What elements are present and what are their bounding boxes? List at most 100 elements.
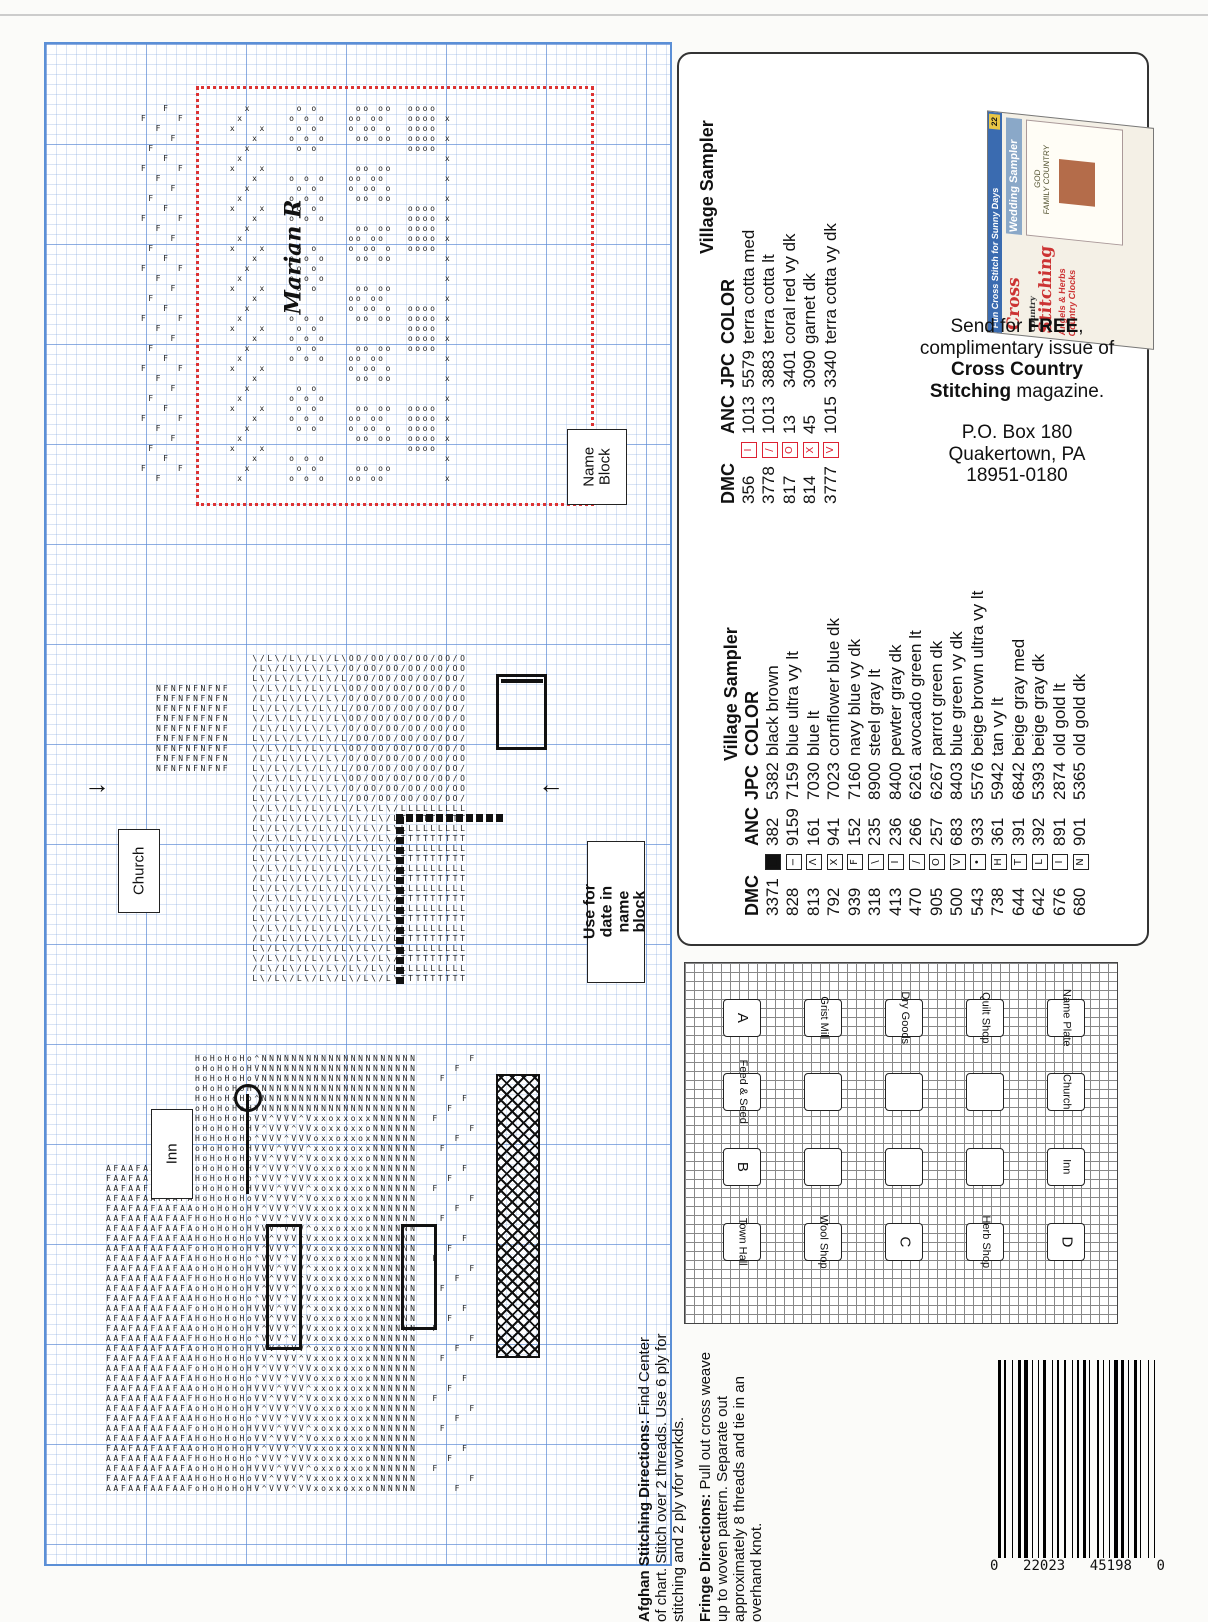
key-symbol: \ [867, 854, 884, 870]
key-symbol: H [990, 854, 1007, 870]
key-dmc: 905 [926, 887, 946, 916]
key-symbol: Ι [888, 854, 905, 870]
key-anc: 941 [824, 817, 843, 846]
barcode-bar [1064, 1360, 1066, 1560]
magazine-banner: Fun Cross Stitch for Sunny Days [988, 111, 1002, 333]
church-door [496, 674, 547, 750]
key-anc: 1013 [759, 396, 778, 434]
key-symbol: / [761, 442, 778, 458]
layout-block: C [885, 1223, 923, 1261]
layout-block [804, 1073, 842, 1111]
key-header: COLOR [718, 279, 738, 344]
key-jpc: 8403 [947, 762, 966, 800]
key-jpc: 3883 [759, 350, 778, 388]
key-color: beige gray dk [1029, 653, 1048, 756]
offer-text: Send for FREE, complimentary issue of Cr… [907, 316, 1127, 487]
barcode-bar [1153, 1360, 1156, 1560]
key-color: cornflower blue dk [824, 618, 843, 756]
key-anc: 13 [779, 415, 799, 434]
key-dmc: 939 [844, 887, 864, 916]
inn-sign-scroll [234, 1084, 262, 1112]
key-color: navy blue vy dk [844, 638, 864, 756]
fringe-directions: Fringe Directions: Pull out cross weave … [697, 1351, 765, 1622]
barcode-bar [1056, 1360, 1060, 1560]
key-jpc: 7030 [803, 762, 823, 800]
layout-block-label: Wool Shop [817, 1215, 830, 1269]
key-jpc: 7159 [783, 762, 802, 800]
key-jpc: 5942 [988, 762, 1007, 800]
barcode-bar [1133, 1360, 1137, 1560]
layout-block-label: Grist Mill [817, 996, 830, 1040]
key-symbol: L [1031, 854, 1048, 870]
key-anc: 382 [762, 817, 782, 846]
key-anc: 361 [988, 817, 1007, 846]
key-dmc: 792 [824, 887, 843, 916]
address-line-1: P.O. Box 180 [961, 422, 1073, 443]
church-chimney-bar [501, 679, 543, 683]
layout-block: Town Hall [723, 1218, 761, 1266]
directions-block: Afghan Stitching Directions: Find Center… [636, 1334, 946, 1622]
address-line-3: 18951-0180 [966, 465, 1068, 486]
key-dmc: 814 [800, 475, 819, 504]
layout-block [966, 1148, 1004, 1186]
barcode-bar [1076, 1360, 1080, 1560]
key-title: Village Sampler [697, 120, 717, 254]
address-line-2: Quakertown, PA [948, 443, 1086, 465]
key-anc: 933 [967, 817, 987, 846]
key-symbol: V [823, 442, 840, 458]
layout-block: Church [1047, 1073, 1085, 1111]
name-block-pattern: F x o o oo oo oooo F F x o o o oo oo ooo… [140, 104, 453, 483]
key-dmc: 356 [738, 475, 758, 504]
key-jpc: 3090 [800, 350, 819, 388]
key-anc: 9159 [783, 808, 802, 846]
key-symbol: O [782, 442, 799, 458]
key-anc: 45 [800, 415, 819, 434]
key-color: terra cotta vy dk [820, 223, 840, 344]
layout-block [885, 1073, 923, 1111]
layout-block-label: Inn [1060, 1159, 1073, 1175]
directions-text: Afghan Stitching Directions: Find Center… [636, 1322, 896, 1622]
key-color: parrot green dk [926, 640, 946, 756]
barcode-bar [1011, 1360, 1014, 1560]
key-anc: 901 [1070, 817, 1089, 846]
key-color: avocado green lt [906, 630, 925, 756]
name-block-frame [196, 86, 594, 506]
barcode-bar [998, 1360, 1001, 1560]
key-dmc: 543 [967, 887, 987, 916]
key-symbol: − [785, 854, 802, 870]
key-symbol: T [1011, 854, 1028, 870]
key-jpc: 6842 [1008, 762, 1028, 800]
barcode-bar [1147, 1360, 1149, 1560]
layout-block-label: D [1057, 1236, 1075, 1248]
barcode-bar [1096, 1360, 1100, 1560]
key-anc: 392 [1029, 817, 1048, 846]
key-header: DMC [742, 875, 762, 916]
key-dmc: 644 [1008, 887, 1028, 916]
barcode-bar [1102, 1360, 1105, 1560]
key-jpc: 5382 [762, 762, 782, 800]
key-jpc: 5365 [1070, 762, 1089, 800]
date-label: Use for date in name block [581, 841, 649, 983]
key-anc: 152 [844, 817, 864, 846]
key-anc: 391 [1008, 817, 1028, 846]
magazine-count-badge: 22 [989, 113, 1000, 130]
magazine-feature: Wedding Sampler [1006, 117, 1022, 236]
layout-block [804, 1148, 842, 1186]
cross-stitch-chart: F x o o oo oo oooo F F x o o o oo oo ooo… [44, 42, 672, 1566]
layout-block-label: Quilt Shop [979, 992, 992, 1044]
key-color: beige brown ultra vy lt [967, 590, 987, 756]
key-dmc: 318 [865, 887, 884, 916]
barcode-bars [990, 1360, 1165, 1560]
key-color: beige gray med [1008, 638, 1028, 756]
offer-line-4: Stitching magazine. [929, 380, 1105, 402]
key-jpc: 6267 [926, 762, 946, 800]
key-color: steel gray lt [865, 669, 884, 756]
key-header: ANC [742, 807, 762, 846]
layout-block-label: Herb Shop [979, 1215, 992, 1269]
